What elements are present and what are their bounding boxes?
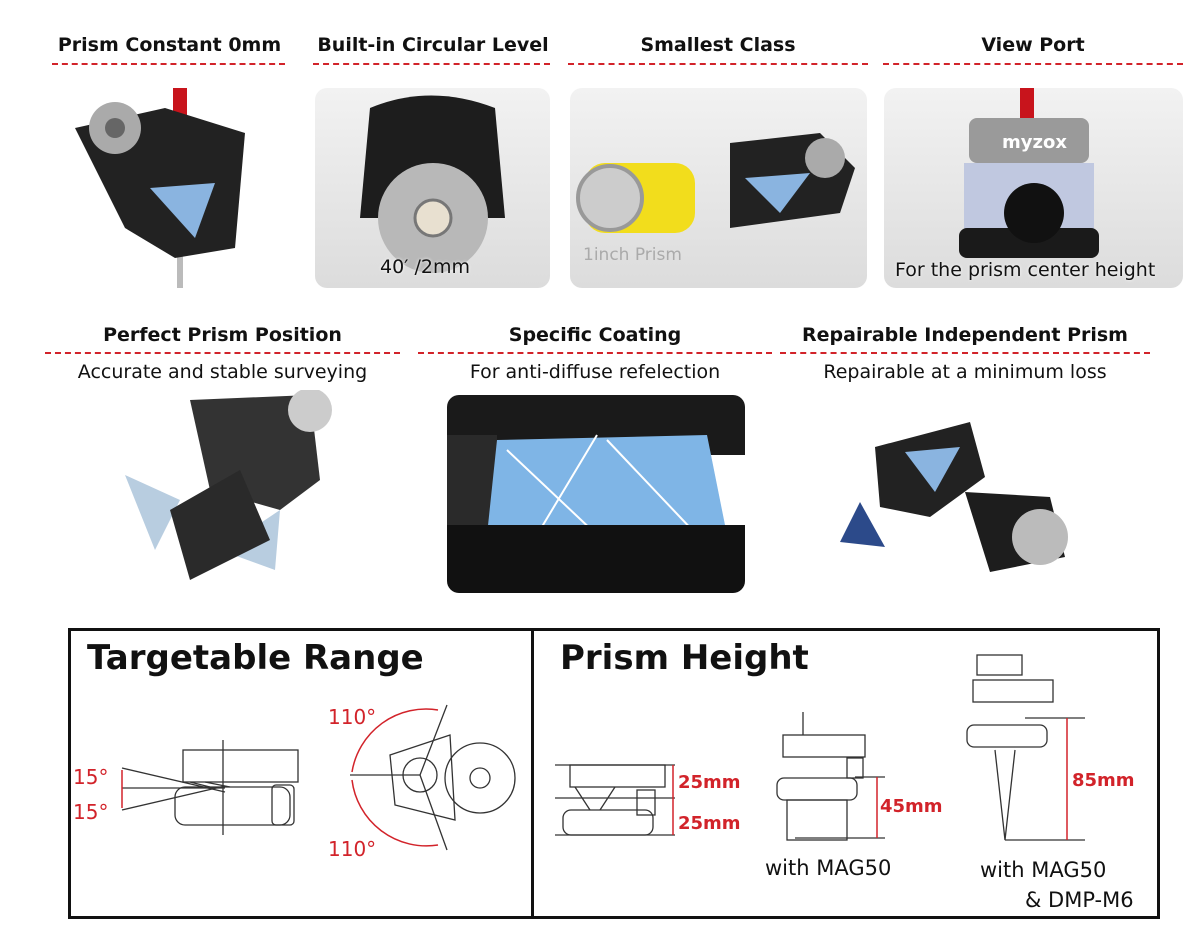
photo-caption: 1inch Prism: [583, 245, 682, 265]
top-view-drawing: [350, 704, 516, 851]
height-label-25mm-top: 25mm: [678, 772, 741, 793]
feature-title-circular-level: Built-in Circular Level: [317, 34, 549, 56]
side-view-drawing: [121, 740, 299, 835]
photo-prism-constant: [55, 88, 285, 288]
illustration-prism-position: [120, 390, 340, 590]
config-label-mag50-dmp: with MAG50: [980, 858, 1107, 882]
divider: [568, 63, 868, 65]
prism-height-title: Prism Height: [560, 638, 809, 678]
photo-smallest-class: 1inch Prism: [570, 88, 867, 288]
feature-subtitle: Accurate and stable surveying: [77, 361, 368, 383]
feature-title-repairable: Repairable Independent Prism: [802, 324, 1128, 346]
angle-label-up: 15°: [73, 765, 109, 789]
photo-circular-level: 40′ /2mm: [315, 88, 550, 288]
height-label-25mm-bottom: 25mm: [678, 813, 741, 834]
specs-panel: [68, 628, 1160, 919]
divider: [418, 352, 772, 354]
feature-subtitle: Repairable at a minimum loss: [823, 361, 1107, 383]
panel-divider: [531, 628, 534, 919]
config-label-mag50: with MAG50: [765, 856, 892, 880]
feature-title-prism-constant: Prism Constant 0mm: [57, 34, 282, 56]
divider: [45, 352, 400, 354]
height-drawings: [555, 654, 1085, 841]
photo-coating: [447, 395, 745, 593]
divider: [313, 63, 550, 65]
divider: [52, 63, 285, 65]
photo-caption: 40′ /2mm: [380, 256, 471, 278]
angle-label-right: 110°: [328, 837, 377, 861]
photo-repairable: [820, 397, 1118, 595]
height-label-45mm: 45mm: [880, 796, 943, 817]
angle-label-left: 110°: [328, 705, 377, 729]
photo-caption: For the prism center height: [895, 259, 1156, 281]
height-label-85mm: 85mm: [1072, 770, 1135, 791]
feature-subtitle: For anti-diffuse refelection: [469, 361, 721, 383]
feature-title-view-port: View Port: [981, 34, 1085, 56]
brand-logo: myzox: [1002, 132, 1067, 153]
divider: [883, 63, 1183, 65]
config-label-dmp-m6: & DMP-M6: [1025, 888, 1134, 912]
divider: [780, 352, 1150, 354]
feature-title-smallest-class: Smallest Class: [640, 34, 796, 56]
feature-title-prism-position: Perfect Prism Position: [103, 324, 342, 346]
photo-view-port: myzox For the prism center height: [884, 88, 1183, 288]
angle-label-down: 15°: [73, 800, 109, 824]
feature-title-coating: Specific Coating: [508, 324, 682, 346]
targetable-range-title: Targetable Range: [87, 638, 424, 678]
